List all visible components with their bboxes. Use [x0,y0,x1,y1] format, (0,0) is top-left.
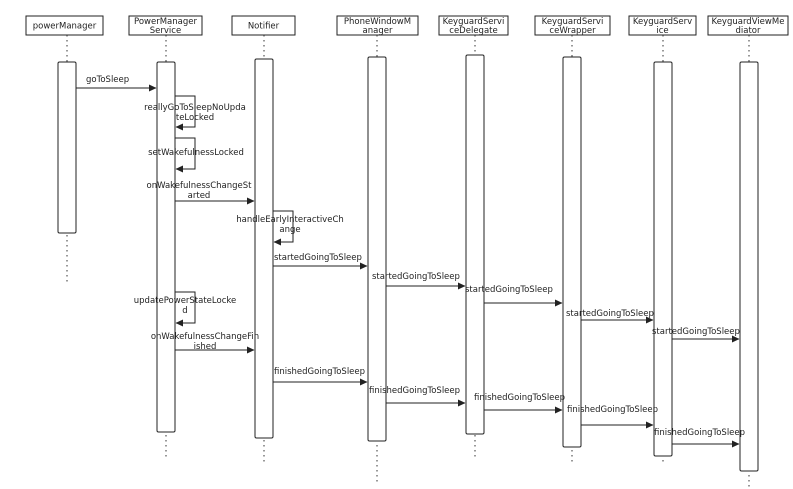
participant-label: powerManager [33,22,97,32]
participant-pm: powerManager [25,15,104,36]
participant-label: PowerManager [134,17,197,27]
message-label: onWakefulnessChangeFin [151,332,259,342]
message-3: setWakefulnessLocked [148,137,244,173]
message-14: finishedGoingToSleep [369,386,466,407]
participant-box [128,15,203,36]
participant-label: KeyguardViewMe [712,17,785,27]
participant-label: diator [736,26,761,36]
message-label: startedGoingToSleep [274,253,362,263]
message-17: finishedGoingToSleep [654,428,745,448]
participant-box [336,15,419,36]
message-label: onWakefulnessChangeSt [147,181,253,191]
self-message-arrow [175,137,196,173]
message-13: finishedGoingToSleep [273,367,368,386]
participant-label: PhoneWindowM [344,17,411,27]
participant-label: Notifier [248,22,280,32]
message-label: arted [188,191,211,201]
self-message-arrow [175,95,196,131]
message-label: teLocked [176,113,214,123]
message-7: startedGoingToSleep [372,272,466,290]
activation-bar-pms [156,61,176,433]
message-label: finishedGoingToSleep [567,405,658,415]
message-label: startedGoingToSleep [652,327,740,337]
message-16: finishedGoingToSleep [567,405,658,429]
participant-box [534,15,611,36]
message-label: finishedGoingToSleep [274,367,365,377]
participant-label: ceWrapper [549,26,596,36]
message-label: startedGoingToSleep [465,285,553,295]
message-8: startedGoingToSleep [465,285,563,307]
participant-box [438,15,509,36]
participant-box [231,15,296,36]
participant-box [25,15,104,36]
participant-not: Notifier [231,15,296,36]
activation-bar-ksw [562,56,582,448]
activation-bar-pwm [367,56,387,442]
message-label: startedGoingToSleep [566,309,654,319]
message-15: finishedGoingToSleep [474,393,565,414]
message-label: ished [194,342,217,352]
message-label: setWakefulnessLocked [148,148,244,158]
participant-label: KeyguardServi [542,17,604,27]
message-label: updatePowerStateLocke [134,296,236,306]
activation-bar-ks [653,61,673,457]
activation-bar-kvm [739,61,759,472]
message-label: startedGoingToSleep [372,272,460,282]
message-label: ange [279,225,300,235]
self-message-arrow [175,291,196,327]
participant-label: KeyguardServ [633,17,692,27]
activation-bar-ksd [465,54,485,435]
message-label: finishedGoingToSleep [369,386,460,396]
message-9: startedGoingToSleep [566,309,654,324]
activation-bar-pm [57,61,77,234]
self-message-arrow [273,210,294,246]
message-10: startedGoingToSleep [652,327,740,343]
message-label: reallyGoToSleepNoUpda [144,103,246,113]
participant-label: KeyguardServi [443,17,505,27]
participant-label: anager [363,26,393,36]
message-label: d [182,306,187,316]
message-1: goToSleep [76,75,157,92]
message-label: finishedGoingToSleep [654,428,745,438]
message-6: startedGoingToSleep [273,253,368,270]
participant-box [628,15,697,36]
message-label: goToSleep [86,75,129,85]
message-label: handleEarlyInteractiveCh [236,215,344,225]
activation-bar-not [254,58,274,439]
participant-label: ice [656,26,668,36]
participant-label: Service [150,26,181,36]
participant-box [707,15,789,36]
participant-label: ceDelegate [449,26,497,36]
message-label: finishedGoingToSleep [474,393,565,403]
